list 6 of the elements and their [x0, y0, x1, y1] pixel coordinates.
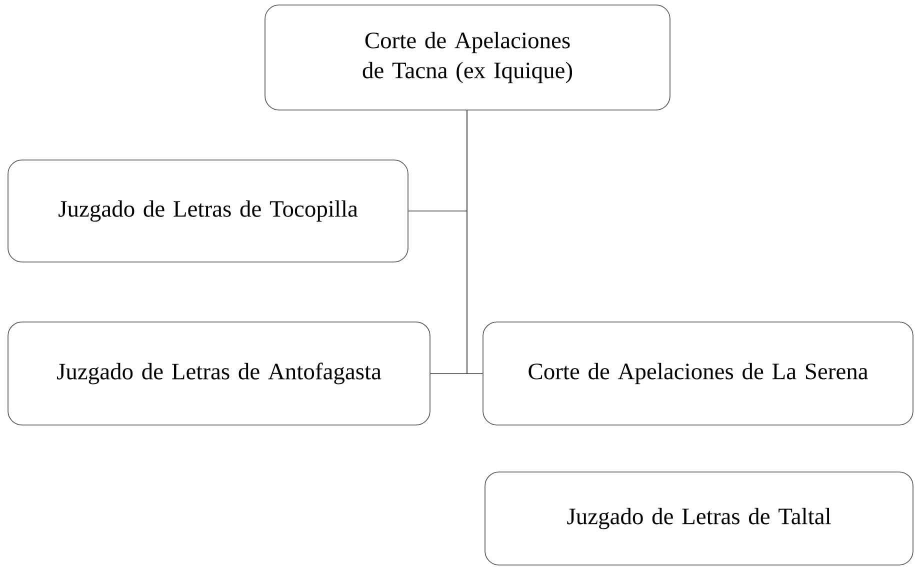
court-box: Corte de Apelaciones de Tacna (ex Iquique) — [264, 4, 670, 110]
court-box: Juzgado de Letras de Tocopilla — [8, 160, 408, 262]
court-box: Corte de Apelaciones de La Serena — [482, 322, 914, 426]
court-box: Juzgado de Letras de Taltal — [484, 472, 914, 566]
connector-line — [466, 110, 483, 374]
court-box: Juzgado de Letras de Antofagasta — [8, 322, 430, 426]
